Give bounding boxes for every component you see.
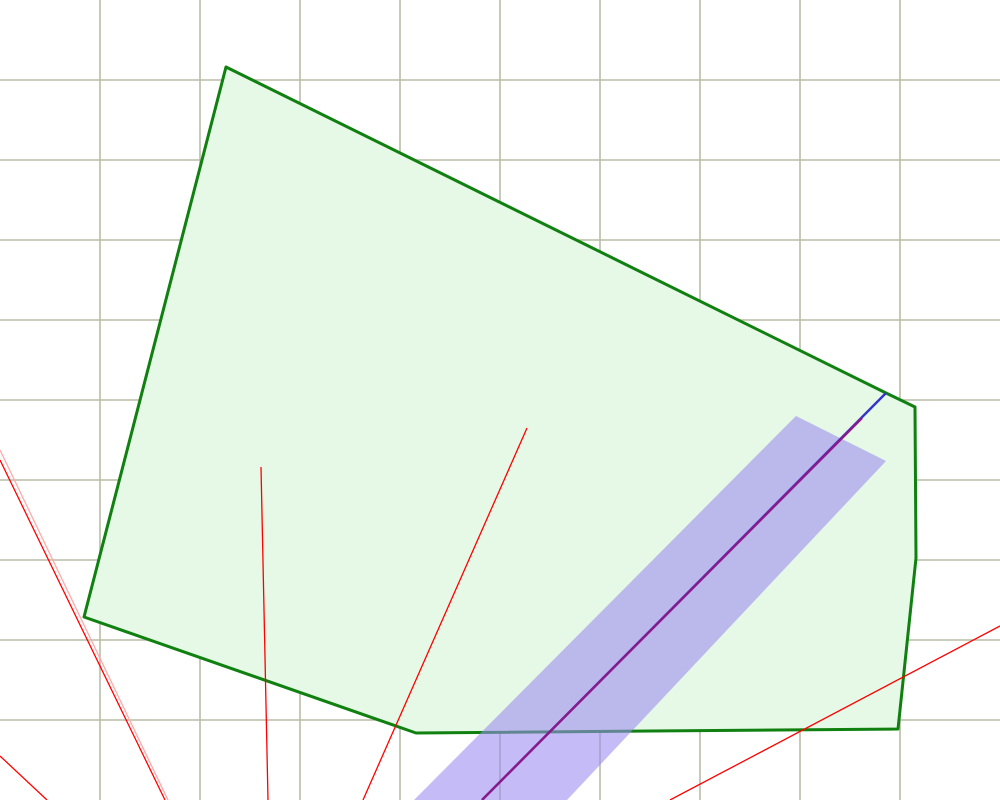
ray-line bbox=[669, 625, 1000, 800]
ray-line bbox=[260, 466, 269, 800]
ray-line bbox=[0, 755, 48, 800]
ray-faint-line bbox=[0, 449, 169, 800]
purple-axis-overlay-line bbox=[481, 417, 863, 800]
ray-line bbox=[0, 459, 166, 800]
ray-line bbox=[362, 427, 528, 800]
red-rays bbox=[0, 427, 1000, 800]
